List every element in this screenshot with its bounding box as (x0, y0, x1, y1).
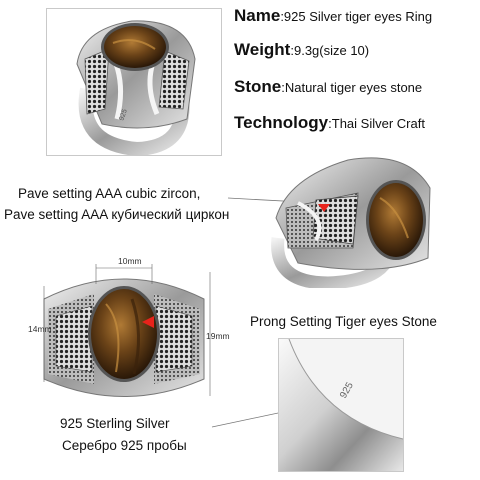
spec-weight-label: Weight (234, 40, 291, 59)
pave-arrow-icon (318, 204, 330, 212)
prong-callout: Prong Setting Tiger eyes Stone (250, 314, 437, 329)
spec-weight-value: :9.3g(size 10) (290, 43, 370, 58)
dimension-height-right: 19mm (206, 331, 230, 341)
pave-callout-en: Pave setting AAA cubic zircon, (18, 186, 201, 201)
prong-arrow-icon (142, 316, 154, 328)
engraving-closeup: 925 (278, 338, 404, 472)
closeup-illustration: 925 (279, 339, 403, 471)
ring-illustration-top: 925 (76, 20, 196, 155)
ring-illustration-front (43, 264, 211, 397)
pave-callout-ru: Pave setting AAA кубический циркон (4, 207, 230, 222)
spec-stone-value: :Natural tiger eyes stone (281, 80, 423, 95)
spec-name-value: :925 Silver tiger eyes Ring (280, 9, 433, 24)
spec-technology: Technology:Thai Silver Craft (234, 113, 425, 133)
silver-callout-en: 925 Sterling Silver (60, 416, 170, 431)
spec-stone: Stone:Natural tiger eyes stone (234, 77, 422, 97)
spec-stone-label: Stone (234, 77, 282, 96)
spec-technology-label: Technology (234, 113, 329, 132)
dimension-width: 10mm (118, 256, 142, 266)
silver-callout-ru: Серебро 925 пробы (62, 438, 187, 453)
ring-photo-top: 925 (46, 8, 222, 156)
ring-illustration-side (271, 157, 431, 288)
spec-technology-value: :Thai Silver Craft (328, 116, 425, 131)
spec-weight: Weight:9.3g(size 10) (234, 40, 369, 60)
dimension-height-left: 14mm (28, 324, 52, 334)
spec-name: Name:925 Silver tiger eyes Ring (234, 6, 432, 26)
engraving-text: 925 (118, 108, 129, 121)
spec-name-label: Name (234, 6, 281, 25)
